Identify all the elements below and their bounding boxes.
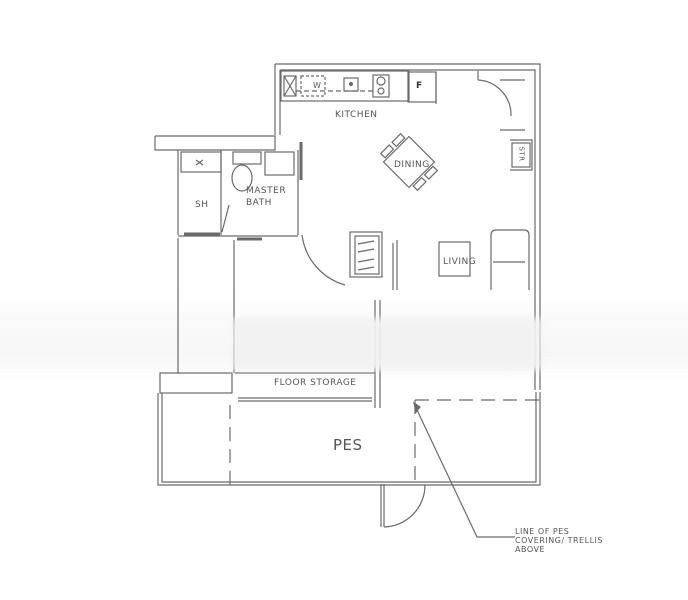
annotation-line-2: COVERING/ TRELLIS <box>515 536 603 545</box>
pes-label: PES <box>333 436 363 454</box>
kitchen-label: KITCHEN <box>335 110 378 120</box>
living-label: LIVING <box>443 257 477 267</box>
dining-label: DINING <box>394 160 430 170</box>
pes-covering-annotation: LINE OF PES COVERING/ TRELLIS ABOVE <box>515 527 603 554</box>
master-bath-label-line2: BATH <box>246 198 272 208</box>
fridge-label: F <box>416 81 423 91</box>
annotation-line-1: LINE OF PES <box>515 527 570 536</box>
floor-storage-label: FLOOR STORAGE <box>274 378 357 388</box>
annotation-line-3: ABOVE <box>515 545 546 554</box>
master-bath-label-line1: MASTER <box>246 186 287 196</box>
shower-label: SH <box>195 200 209 210</box>
store-label: STR <box>517 146 526 162</box>
blurred-region <box>232 318 542 370</box>
outer-wall-top <box>275 63 541 390</box>
washer-label: W <box>313 81 322 90</box>
